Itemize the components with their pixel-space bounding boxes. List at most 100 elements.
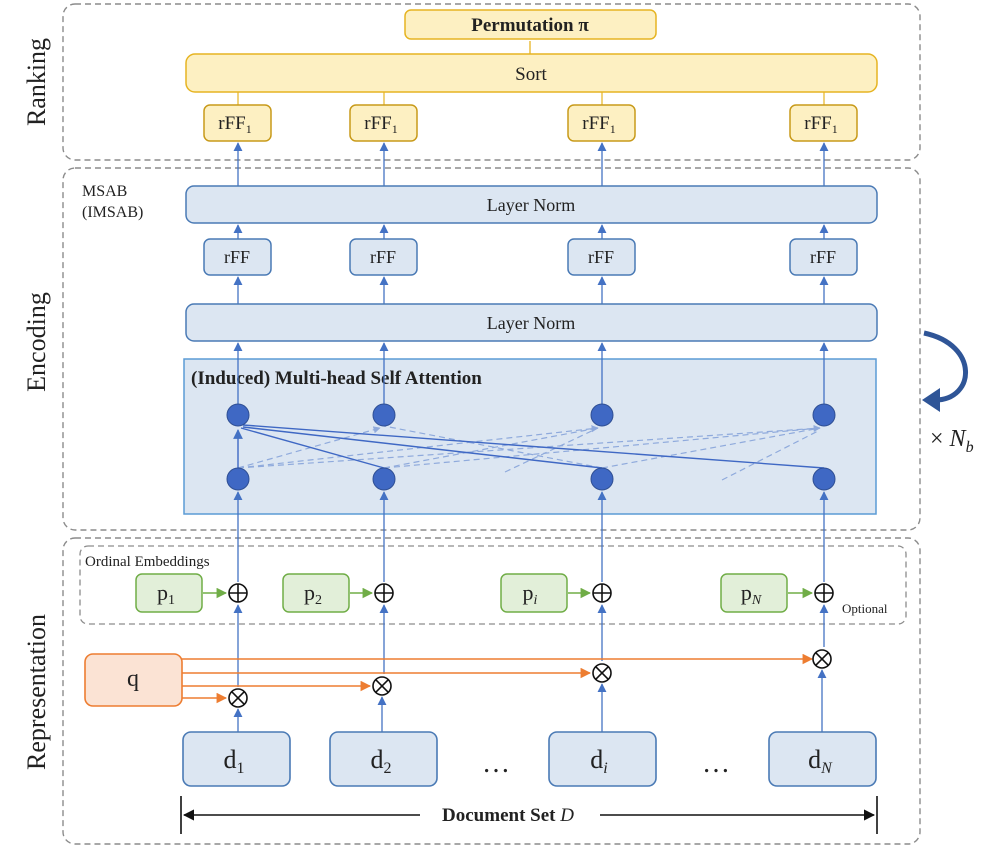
permutation-box [404,9,657,40]
query-edges [182,653,814,704]
ranking-rff-n-sub: 1 [832,122,838,136]
ranking-rff-1-sub: 1 [246,122,252,136]
repeat-loop-arrowhead-icon [922,388,940,412]
encoding-rff-1: rFF [203,238,272,276]
svg-text:p2: p2 [304,580,322,608]
pos-embedding-i-label: p [523,580,534,605]
ranking-rff-i: rFF1 [567,92,636,142]
pos-embedding-2-label: p [304,580,315,605]
pos-embedding-1-label: p [157,580,168,605]
attention-bottom-node-n [812,467,836,491]
msab-label: MSAB [82,183,127,200]
layer-norm-bottom-label: Layer Norm [487,313,575,333]
attention-top-node-n [812,403,836,427]
attention-dashed-edges [237,424,821,481]
pos-embedding-i-sub: i [534,593,538,608]
query-label: q [127,666,139,692]
pos-embedding-n-label: p [741,580,752,605]
svg-text:rFF1: rFF1 [582,113,615,136]
encoding-rff-i: rFF [567,238,636,276]
encoding-rff-2: rFF [349,238,418,276]
ellipsis-left: … [482,748,510,779]
attention-top-node-2 [372,403,396,427]
document-2: d2 [329,731,438,787]
representation-section-frame [62,537,921,845]
document-1-sub: 1 [237,760,245,777]
document-n: dN [768,731,877,787]
ranking-rff-n: rFF1 [789,92,858,142]
imsab-label: (IMSAB) [82,204,143,221]
plus-op-2-icon [374,583,394,603]
pos-embedding-1-sub: 1 [168,593,175,608]
repeat-loop-arrow-icon [923,330,968,403]
svg-text:rFF1: rFF1 [364,113,397,136]
encoding-rff-n: rFF [789,238,858,276]
plus-op-n-icon [814,583,834,603]
ellipsis-right: … [702,748,730,779]
svg-text:d1: d1 [224,745,245,777]
attention-bottom-node-1 [226,467,250,491]
svg-text:pN: pN [741,580,762,608]
times-op-n-icon [812,649,832,669]
query-box [84,653,183,707]
docset-label: Document Set [442,805,560,826]
sort-box [185,53,878,93]
encoding-section-frame [62,167,921,531]
ranking-rff-1: rFF1 [203,92,272,142]
ranking-rff-2: rFF1 [349,92,418,142]
document-1: d1 [182,731,291,787]
ranking-rff-i-sub: 1 [610,122,616,136]
svg-text:di: di [590,745,607,777]
attention-title: (Induced) Multi-head Self Attention [191,368,482,389]
ranking-section-label: Ranking [22,38,51,126]
svg-text:rFF1: rFF1 [218,113,251,136]
svg-text:rFF1: rFF1 [804,113,837,136]
ranking-rff-i-label: rFF [582,113,609,134]
layer-norm-top-box [185,185,878,224]
attention-solid-edges [233,424,825,469]
encoding-rff-1-label: rFF [224,247,250,267]
docset-var: D [559,805,574,826]
times-op-1-icon [228,688,248,708]
encoding-rff-n-label: rFF [810,247,836,267]
pos-embedding-n-sub: N [751,593,762,608]
times-op-2-icon [372,676,392,696]
encoding-rff-2-label: rFF [370,247,396,267]
svg-text:dN: dN [808,745,833,777]
pos-embedding-1: p1 [135,573,228,613]
attention-bottom-node-2 [372,467,396,491]
document-i-sub: i [603,760,607,777]
repeat-times-symbol: × [930,426,950,452]
document-n-sub: N [820,760,833,777]
times-op-i-icon [592,663,612,683]
pos-embedding-i: pi [500,573,592,613]
document-i: di [548,731,657,787]
sort-label: Sort [515,64,547,85]
svg-text:d2: d2 [371,745,392,777]
svg-text:pi: pi [523,580,538,608]
document-1-label: d [224,745,237,774]
ranking-rff-1-label: rFF [218,113,245,134]
svg-text:Document Set D: Document Set D [442,805,574,826]
document-i-label: d [590,745,603,774]
pos-embedding-n: pN [720,573,814,613]
attention-top-node-1 [226,403,250,427]
ordinal-embeddings-frame [79,545,907,625]
plus-op-i-icon [592,583,612,603]
repeat-times-sub: b [966,439,974,456]
ranking-rff-2-sub: 1 [392,122,398,136]
attention-bottom-node-i [590,467,614,491]
ranking-rff-n-label: rFF [804,113,831,134]
permutation-label: Permutation π [471,15,589,36]
representation-section-label: Representation [22,614,51,770]
plus-op-1-icon [228,583,248,603]
encoding-rff-i-label: rFF [588,247,614,267]
document-2-sub: 2 [384,760,392,777]
layer-norm-bottom-box [185,303,878,342]
ranking-rff-2-label: rFF [364,113,391,134]
svg-text:× Nb: × Nb [930,426,974,456]
pos-embedding-2-sub: 2 [315,593,322,608]
svg-text:p1: p1 [157,580,175,608]
layer-norm-top-label: Layer Norm [487,195,575,215]
